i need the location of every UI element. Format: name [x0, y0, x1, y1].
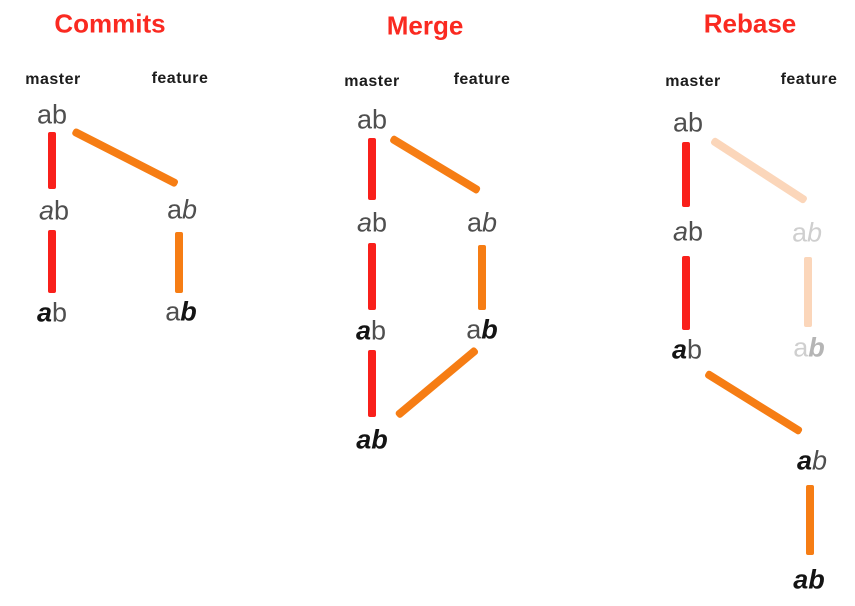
- panel-title-commits: Commits: [54, 8, 166, 39]
- edge-merge-master-1-to-master-2: [368, 138, 376, 200]
- commit-letter-a: a: [36, 297, 52, 328]
- commit-letter-b: b: [372, 104, 388, 135]
- commit-node-rebase-feature-4: ab: [796, 445, 828, 476]
- commit-letter-b: b: [372, 207, 388, 238]
- branch-header-merge-feature: feature: [453, 71, 511, 88]
- edge-commits-master-1-to-master-2: [48, 132, 56, 189]
- commit-letter-b: b: [52, 297, 68, 328]
- commit-node-rebase-feature-3: ab: [793, 332, 825, 363]
- edge-commits-feature-2-to-feature-3: [175, 232, 183, 293]
- commit-letter-a: a: [793, 332, 809, 363]
- commit-node-merge-master-4: ab: [356, 424, 388, 455]
- edge-commits-master-1-to-feature-2: [71, 127, 179, 188]
- commit-letter-a: a: [38, 195, 54, 226]
- commit-letter-b: b: [371, 315, 387, 346]
- commit-letter-a: a: [165, 296, 181, 327]
- edge-rebase-master-3-to-feature-4: [703, 369, 804, 436]
- commit-node-merge-master-1: ab: [356, 104, 388, 135]
- commit-node-merge-feature-2: ab: [466, 207, 498, 238]
- commit-node-rebase-master-3: ab: [671, 334, 703, 365]
- commit-letter-a: a: [466, 314, 482, 345]
- commit-letter-a: a: [672, 216, 688, 247]
- commit-letter-a: a: [356, 424, 372, 455]
- edge-rebase-master-1-to-master-2: [682, 142, 690, 207]
- commit-letter-a: a: [796, 445, 812, 476]
- commit-node-commits-feature-3: ab: [165, 296, 197, 327]
- commit-letter-a: a: [793, 564, 809, 595]
- commit-letter-b: b: [371, 424, 388, 455]
- commit-node-rebase-master-2: ab: [672, 216, 704, 247]
- commit-node-commits-master-3: ab: [36, 297, 68, 328]
- commit-letter-b: b: [688, 107, 704, 138]
- edge-merge-feature-3-to-master-4: [394, 345, 480, 420]
- edge-rebase-feature-4-to-feature-5: [806, 485, 814, 555]
- commit-letter-b: b: [807, 217, 823, 248]
- edge-merge-feature-2-to-feature-3: [478, 245, 486, 310]
- commit-letter-b: b: [182, 194, 198, 225]
- commit-node-merge-master-2: ab: [356, 207, 388, 238]
- commit-letter-b: b: [688, 216, 704, 247]
- edge-merge-master-3-to-master-4: [368, 350, 376, 417]
- edge-commits-master-2-to-master-3: [48, 230, 56, 293]
- commit-letter-b: b: [687, 334, 703, 365]
- commit-node-commits-master-2: ab: [38, 195, 70, 226]
- branch-header-merge-master: master: [344, 73, 400, 90]
- commit-node-rebase-master-1: ab: [672, 107, 704, 138]
- commit-letter-a: a: [36, 99, 52, 130]
- edge-rebase-feature-2-to-feature-3-faded: [804, 257, 812, 327]
- commit-node-rebase-feature-5: ab: [793, 564, 825, 595]
- commit-node-merge-master-3: ab: [355, 315, 387, 346]
- panel-title-rebase: Rebase: [703, 8, 797, 39]
- branch-header-commits-feature: feature: [151, 70, 209, 87]
- commit-letter-b: b: [482, 207, 498, 238]
- commit-letter-b: b: [52, 99, 68, 130]
- commit-letter-b: b: [54, 195, 70, 226]
- commit-letter-b: b: [481, 314, 498, 345]
- commit-letter-a: a: [672, 107, 688, 138]
- commit-node-merge-feature-3: ab: [466, 314, 498, 345]
- commit-node-commits-feature-2: ab: [166, 194, 198, 225]
- commit-letter-a: a: [166, 194, 182, 225]
- commit-node-commits-master-1: ab: [36, 99, 68, 130]
- edge-rebase-master-1-to-feature-2-faded: [709, 136, 809, 205]
- commit-letter-a: a: [671, 334, 687, 365]
- commit-letter-b: b: [180, 296, 197, 327]
- commit-letter-a: a: [791, 217, 807, 248]
- commit-letter-b: b: [812, 445, 828, 476]
- commit-letter-a: a: [356, 104, 372, 135]
- panel-title-merge: Merge: [386, 10, 464, 41]
- commit-letter-a: a: [355, 315, 371, 346]
- edge-merge-master-2-to-master-3: [368, 243, 376, 310]
- edge-merge-master-1-to-feature-2: [388, 134, 482, 195]
- commit-node-rebase-feature-2: ab: [791, 217, 823, 248]
- branch-header-rebase-feature: feature: [780, 71, 838, 88]
- commit-letter-a: a: [466, 207, 482, 238]
- branch-header-rebase-master: master: [665, 73, 721, 90]
- branch-header-commits-master: master: [25, 71, 81, 88]
- commit-letter-b: b: [808, 564, 825, 595]
- commit-letter-b: b: [808, 332, 825, 363]
- commit-letter-a: a: [356, 207, 372, 238]
- edge-rebase-master-2-to-master-3: [682, 256, 690, 330]
